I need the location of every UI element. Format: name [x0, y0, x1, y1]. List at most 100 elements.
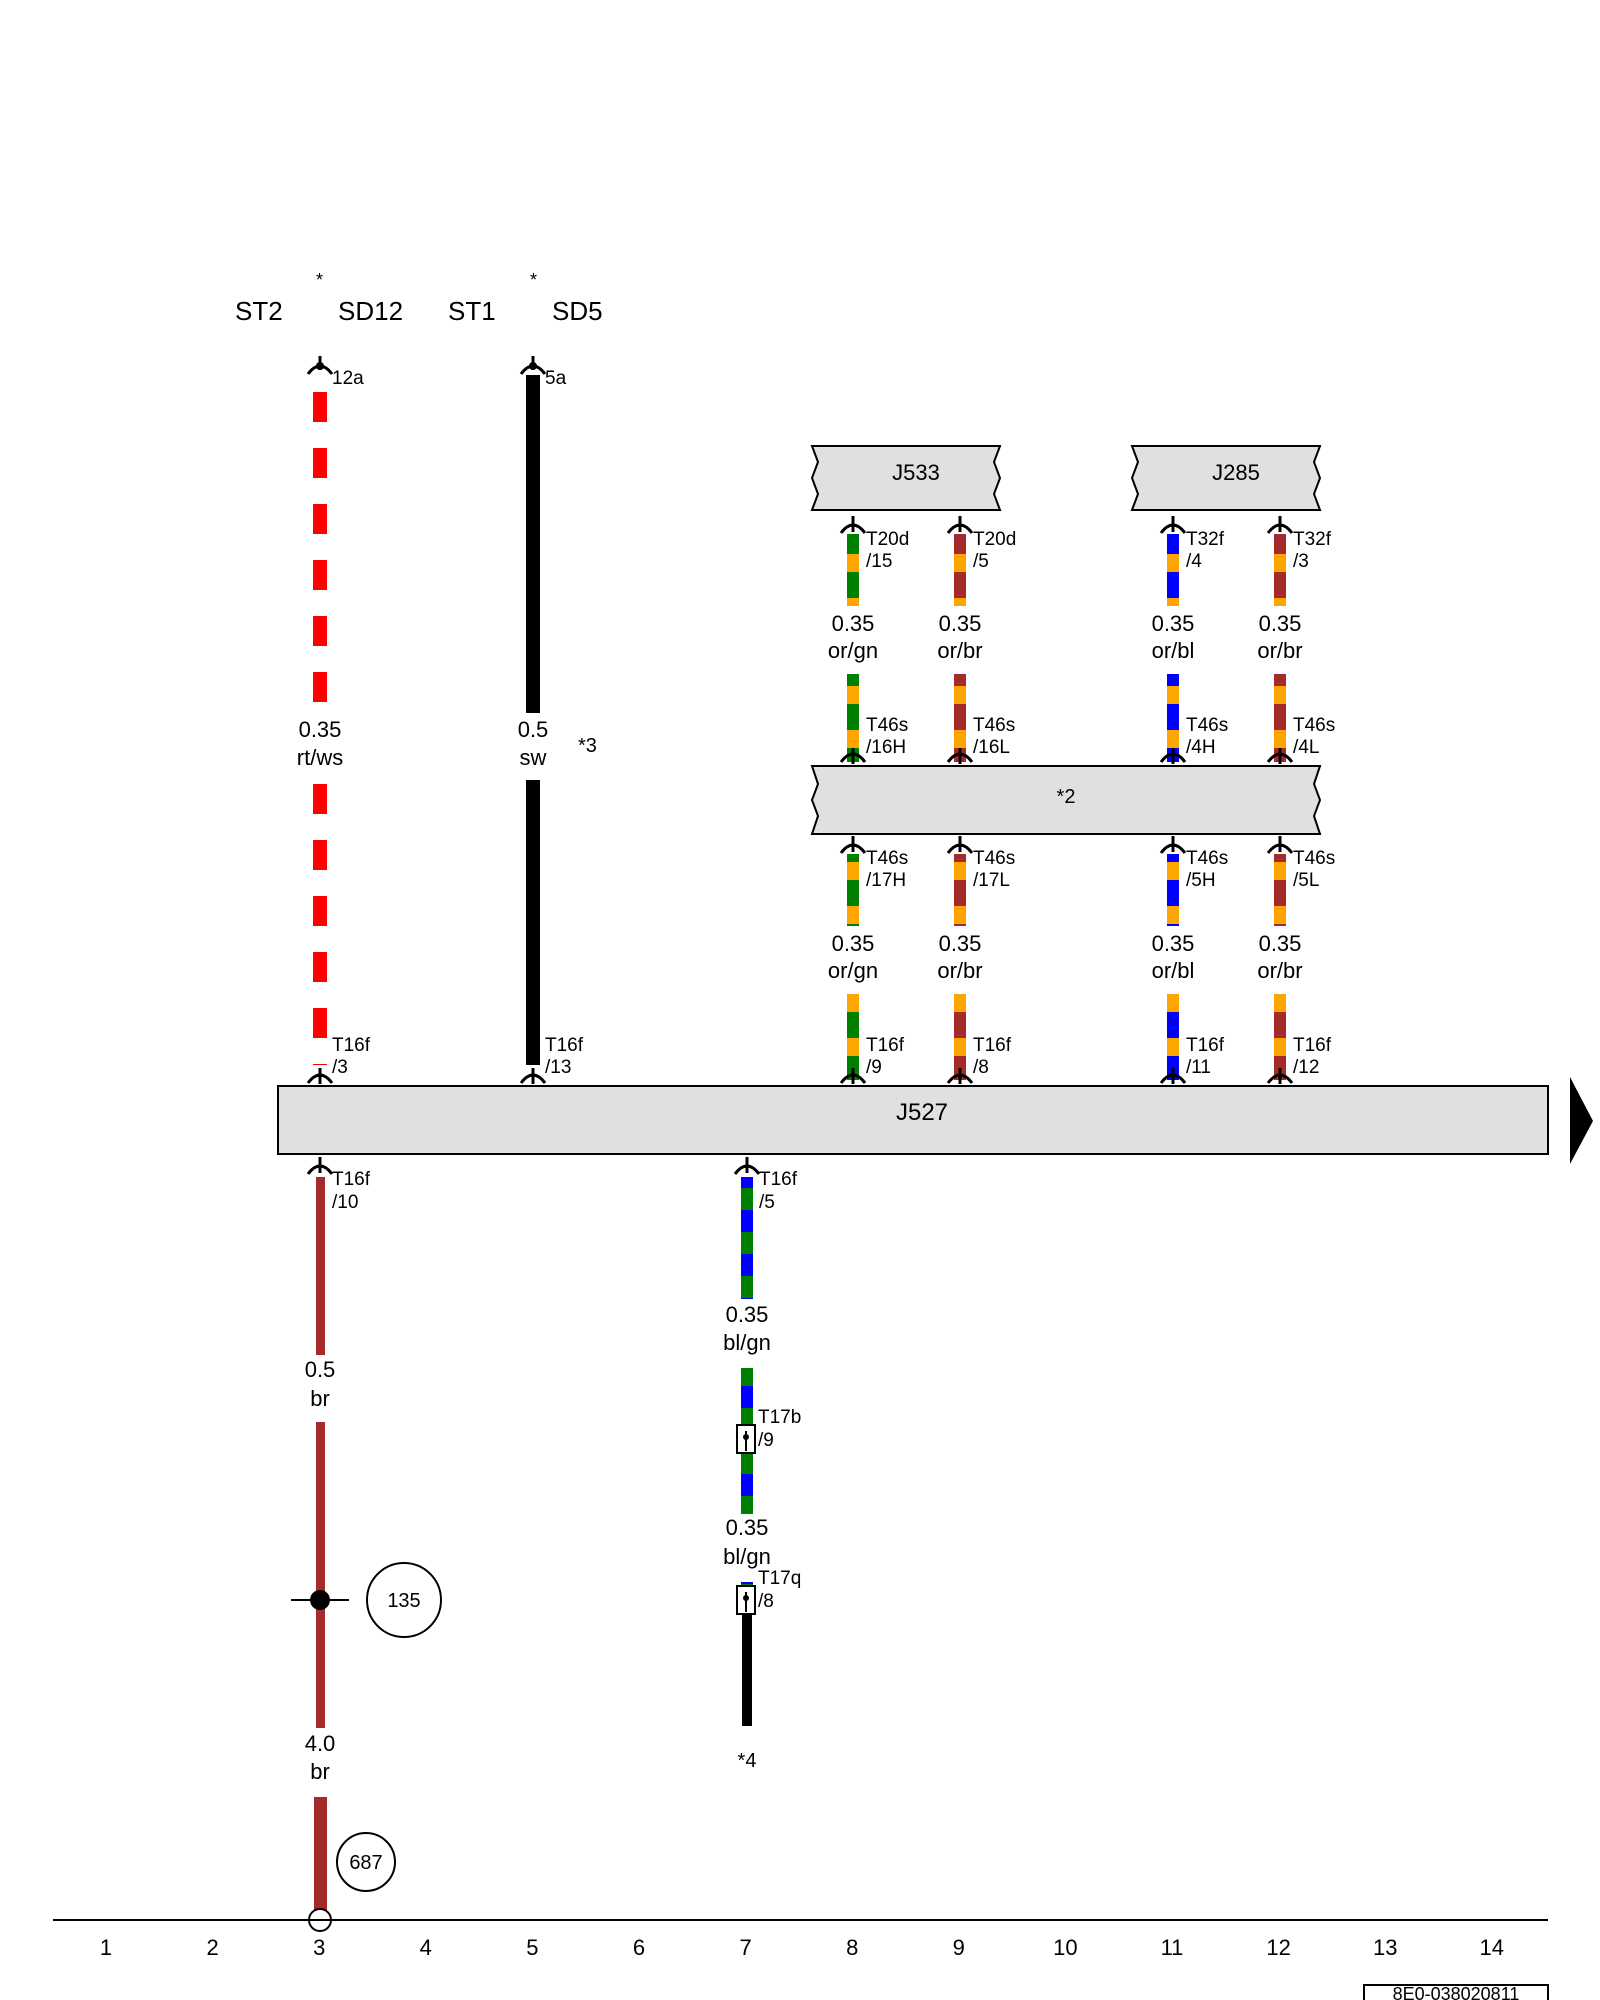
pin-number: /16L	[973, 737, 1010, 758]
connector-icon	[946, 1068, 974, 1084]
footer-code-text: 8E0-038020811	[1393, 1984, 1520, 2000]
connector-icon	[1159, 836, 1187, 854]
connector-icon	[946, 836, 974, 854]
header-star-a: *	[316, 270, 323, 290]
connector-symbols	[306, 516, 1294, 1175]
top-terminal-right: 5a	[519, 356, 567, 389]
wire-color: or/br	[1257, 958, 1302, 983]
pin-number: /4	[1186, 551, 1202, 572]
connector-icon	[1266, 748, 1294, 764]
wire-segment	[1274, 674, 1286, 762]
wire-segment	[316, 1422, 325, 1728]
wire-color: or/bl	[1152, 958, 1195, 983]
pin-t20d-5: T20d /5	[973, 529, 1016, 572]
wire-segment	[742, 1604, 752, 1726]
pin-t16f-10: T16f /10	[332, 1169, 371, 1213]
pin-t46s-17h: T46s /17H	[866, 848, 908, 891]
pin-t16f-8: T16f /8	[973, 1035, 1012, 1078]
wire-segment	[954, 534, 966, 606]
wire-bl-gn: 0.35 bl/gn 0.35 bl/gn T17b /9 T17q /8 *4	[723, 1177, 801, 1772]
grid-label: 13	[1373, 1935, 1397, 1960]
continue-arrow-icon	[1570, 1077, 1593, 1164]
wire-color: bl/gn	[723, 1544, 771, 1569]
wire-segment	[954, 994, 966, 1080]
grid-label: 11	[1161, 1935, 1184, 1960]
header-star-b: *	[530, 270, 537, 290]
pin-connector: T46s	[1186, 715, 1228, 736]
wire-color: rt/ws	[297, 745, 343, 770]
grid-label: 8	[846, 1935, 858, 1960]
pin-t32f-4: T32f /4	[1186, 529, 1225, 572]
header: ST2 * SD12 ST1 * SD5	[235, 270, 603, 326]
pin-number: /15	[866, 551, 892, 572]
pin-number: /5L	[1293, 870, 1319, 891]
header-st2: ST2	[235, 296, 283, 326]
pin-connector: T16f	[332, 1035, 371, 1056]
pin-t46s-17l: T46s /17L	[973, 848, 1015, 891]
wire-color: or/bl	[1152, 638, 1195, 663]
connector-icon	[839, 836, 867, 854]
pin-t46s-16l: T46s /16L	[973, 715, 1015, 758]
grid-label: 4	[420, 1935, 432, 1960]
pin-number: /4H	[1186, 737, 1216, 758]
wire-color: or/br	[937, 958, 982, 983]
connector-icon	[1266, 1068, 1294, 1084]
grid-label: 12	[1266, 1935, 1290, 1960]
wire-size: 0.35	[939, 611, 982, 636]
pin-connector: T16f	[973, 1035, 1012, 1056]
connector-icon	[1159, 748, 1187, 764]
wire-size: 0.35	[726, 1302, 769, 1327]
wire-size: 0.35	[939, 931, 982, 956]
connector-icon	[946, 516, 974, 534]
wire-segment	[1167, 994, 1179, 1080]
wire-size: 4.0	[305, 1731, 336, 1756]
connector-icon	[1266, 516, 1294, 534]
ref-circle	[366, 1562, 442, 1638]
bus-wires	[847, 534, 1286, 1080]
wire-size: 0.35	[832, 931, 875, 956]
grid-label: 6	[633, 1935, 645, 1960]
pin-connector: T46s	[1293, 848, 1335, 869]
component-gateway: *2	[810, 765, 1322, 835]
ref-circle	[336, 1832, 396, 1892]
pin-connector: T17q	[758, 1568, 801, 1589]
pin-labels: T20d /15 T20d /5 T32f /4 T32f /3 T46s /1…	[332, 529, 1335, 1213]
ref-number: 687	[349, 1852, 382, 1874]
top-terminal-left: 12a	[306, 356, 364, 389]
pin-t32f-3: T32f /3	[1293, 529, 1332, 572]
pin-connector: T20d	[866, 529, 909, 550]
wire-segment	[1167, 854, 1179, 926]
pin-connector: T16f	[545, 1035, 584, 1056]
pin-connector: T46s	[1293, 715, 1335, 736]
connector-icon	[839, 516, 867, 534]
wire-segment	[1167, 534, 1179, 606]
pin-t46s-16h: T46s /16H	[866, 715, 908, 758]
wire-size: 0.35	[1152, 611, 1195, 636]
component-j285: J285	[1130, 445, 1322, 511]
pin-t16f-13: T16f /13	[545, 1035, 584, 1078]
pin-number: /10	[332, 1192, 358, 1213]
wire-segment	[847, 994, 859, 1080]
wire-note: *3	[578, 735, 597, 757]
terminal-label: 12a	[332, 368, 364, 389]
connector-icon	[1266, 836, 1294, 854]
connector-icon	[1159, 1068, 1187, 1084]
pin-t46s-4l: T46s /4L	[1293, 715, 1335, 758]
wire-rt-ws: 0.35 rt/ws	[297, 375, 343, 1065]
wire-size: 0.35	[832, 611, 875, 636]
wire-color: or/gn	[828, 638, 878, 663]
wire-color: br	[310, 1386, 330, 1411]
pin-number: /9	[866, 1057, 882, 1078]
pin-number: /8	[758, 1591, 774, 1612]
pin-number: /13	[545, 1057, 571, 1078]
wire-br: 0.5 br 4.0 br 135 687	[291, 1177, 442, 1932]
wire-color: br	[310, 1759, 330, 1784]
connector-icon	[519, 1068, 547, 1084]
terminal-label: 5a	[545, 368, 567, 389]
grid-label: 3	[313, 1935, 325, 1960]
component-j533: J533	[810, 445, 1002, 511]
connector-icon	[733, 1157, 761, 1175]
